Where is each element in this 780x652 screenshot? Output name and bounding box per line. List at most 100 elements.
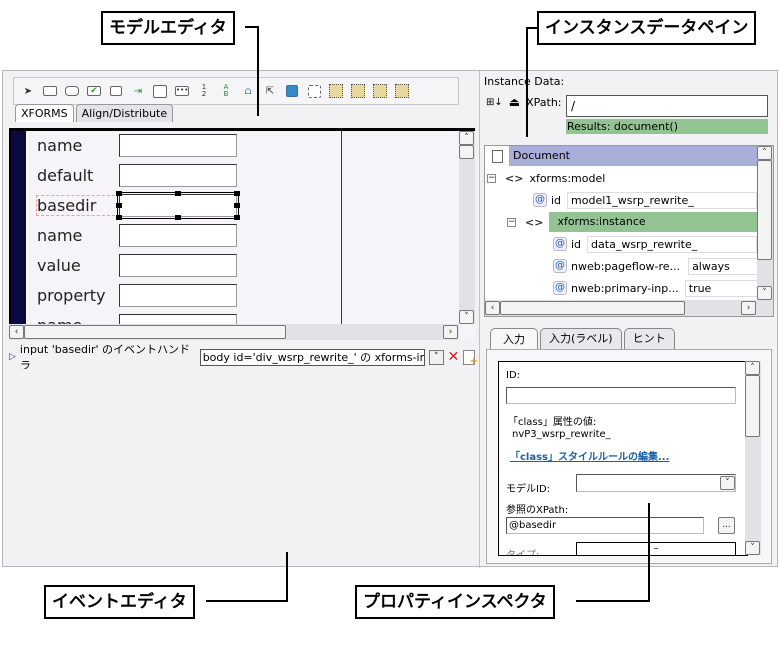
xpath-input[interactable]: / [566,95,768,117]
field-label: default [37,165,94,185]
pointer-icon[interactable]: ➤ [23,85,33,97]
field-input[interactable] [119,283,237,307]
tab-input[interactable]: 入力 [490,328,538,349]
scroll-left-button[interactable]: ‹ [485,301,500,315]
resize-handle[interactable] [175,190,181,196]
tree-node-element-highlighted[interactable]: − <> xforms:instance [507,212,757,232]
tree-node-label: xforms:model [529,171,606,185]
expand-all-icon[interactable]: ⊞↓ [486,96,503,108]
trigger-icon[interactable] [64,84,80,98]
tree-node-attribute[interactable]: @ id data_wsrp_rewrite_ [553,234,758,254]
select-table-icon[interactable] [328,84,344,98]
scroll-up-button[interactable]: ˄ [745,361,760,375]
delete-icon[interactable]: ✕ [447,349,460,365]
id-input[interactable] [506,387,736,404]
resize-handle[interactable] [116,190,122,196]
instance-tree: Document − <> xforms:model @ id model1_w… [484,145,774,317]
attribute-name: id [551,193,562,207]
tree-node-attribute[interactable]: @ id model1_wsrp_rewrite_ [533,190,758,210]
type-select[interactable]: – [576,542,736,555]
collapse-icon[interactable]: − [507,216,516,227]
field-input[interactable] [119,223,237,247]
tree-node-element[interactable]: − <> xforms:model [487,168,605,188]
scroll-right-button[interactable]: › [741,301,756,315]
tree-vertical-scrollbar[interactable]: ˄ ˅ [757,146,773,300]
xpath-label: XPath: [526,95,562,109]
scroll-thumb[interactable] [745,375,760,437]
attribute-value[interactable]: true [684,279,773,297]
button-icon[interactable] [42,84,58,98]
check-label: A [223,83,229,91]
resize-handle[interactable] [116,214,122,220]
ref-xpath-input[interactable]: @basedir [506,517,704,534]
resize-handle[interactable] [234,190,240,196]
canvas-horizontal-scrollbar[interactable]: ‹ › [9,324,459,340]
table-icon[interactable] [350,84,366,98]
design-canvas[interactable]: name default basedir [9,128,475,339]
textarea-icon[interactable] [152,84,168,98]
field-input[interactable] [119,133,237,157]
attribute-value[interactable]: data_wsrp_rewrite_ [587,235,758,253]
submit-icon[interactable]: ⇥ [133,85,143,97]
scroll-left-button[interactable]: ‹ [9,325,24,339]
tree-horizontal-scrollbar[interactable]: ‹ › [485,300,773,316]
partial-label: タイプ: [506,550,540,556]
image-icon[interactable] [284,84,300,98]
field-input[interactable] [119,163,237,187]
navigation-bar [11,131,27,339]
tab-input-label[interactable]: 入力(ラベル) [540,328,622,349]
scroll-down-button[interactable]: ˅ [459,310,474,324]
collapse-icon[interactable]: − [487,172,496,183]
secret-icon[interactable]: ••• [175,86,189,96]
field-input[interactable] [119,253,237,277]
tree-node-document[interactable]: Document [485,146,757,166]
xpath-row: ⊞↓ ⏏ XPath: [486,95,562,109]
event-handler-select[interactable]: body id='div_wsrp_rewrite_' の xforms-inv… [199,348,425,366]
scroll-up-button[interactable]: ˄ [757,146,772,160]
event-editor-area[interactable] [9,369,475,566]
scroll-right-button[interactable]: › [443,325,458,339]
tree-node-attribute[interactable]: @ nweb:pageflow-re... always [553,256,769,276]
tree-node-label: xforms:instance [549,212,757,232]
tree-icon[interactable] [372,84,388,98]
check-label: B [223,90,229,98]
chevron-down-icon[interactable]: ˅ [720,476,735,490]
tab-align-distribute[interactable]: Align/Distribute [75,104,174,122]
resize-handle[interactable] [175,214,181,220]
scroll-thumb[interactable] [459,145,474,159]
resize-handle[interactable] [234,214,240,220]
tree-node-label: Document [509,146,757,166]
canvas-vertical-scrollbar[interactable]: ˄ ˅ [459,131,475,324]
scroll-thumb[interactable] [24,325,286,339]
browse-button[interactable]: ... [718,517,735,534]
edit-class-style-link[interactable]: 「class」スタイルルールの編集... [510,452,670,463]
attribute-value[interactable]: model1_wsrp_rewrite_ [567,191,758,209]
resize-handle[interactable] [234,202,240,208]
input-icon[interactable] [108,84,124,98]
edit-icon[interactable] [394,84,410,98]
scroll-thumb[interactable] [757,160,772,260]
field-input-selected[interactable] [116,190,240,220]
evaluate-icon[interactable]: ⏏ [508,95,521,109]
expand-triangle-icon[interactable]: ▷ [9,352,16,362]
group-icon[interactable] [306,84,322,98]
scroll-down-button[interactable]: ˅ [745,541,760,555]
checkbox-icon[interactable]: ✔ [86,84,102,98]
repeat-icon[interactable]: ⩍ [244,85,252,97]
scroll-thumb[interactable] [500,301,685,315]
scroll-down-button[interactable]: ˅ [757,286,772,300]
tab-xforms[interactable]: XFORMS [15,104,74,122]
chevron-down-icon[interactable]: ˅ [428,349,444,365]
tree-node-attribute[interactable]: @ nweb:primary-inp... true [553,278,773,298]
scroll-up-button[interactable]: ˄ [459,131,474,145]
form-row: name [37,133,237,157]
output-icon[interactable]: ⇱ [265,85,275,97]
tab-hint[interactable]: ヒント [623,328,675,349]
property-body: ID: 「class」属性の値: nvP3_wsrp_rewrite_ 「cla… [486,349,772,564]
property-vertical-scrollbar[interactable]: ˄ ˅ [745,361,761,555]
resize-handle[interactable] [116,202,122,208]
new-handler-icon[interactable]: + [463,349,478,367]
model-id-select[interactable] [576,474,736,492]
